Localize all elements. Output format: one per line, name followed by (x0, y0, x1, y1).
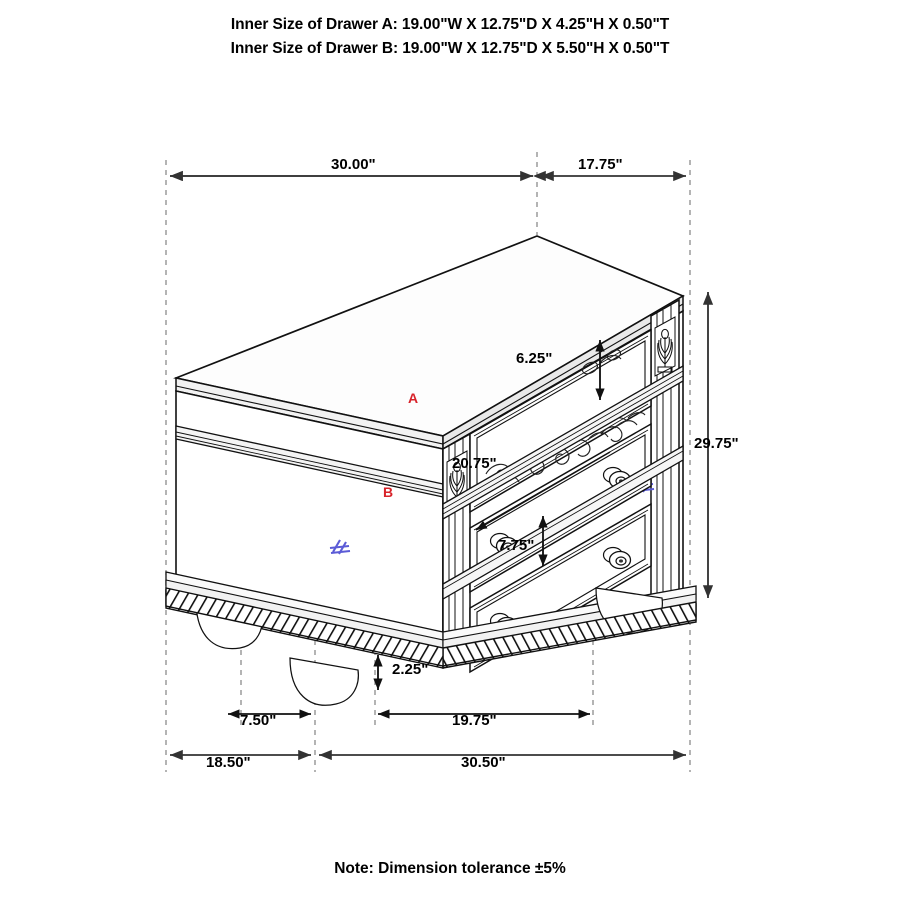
dim-base-front-width: 19.75" (452, 712, 497, 729)
break-mark-left (329, 539, 351, 555)
knob-c-right (602, 546, 632, 570)
rail-below-drawer-a (442, 364, 684, 521)
palmette-carving-right (657, 328, 673, 373)
callout-drawer-a: A (408, 390, 419, 406)
dim-drawer-b-width: 20.75" (452, 455, 497, 472)
dim-overall-height: 29.75" (694, 435, 739, 452)
dim-foot-inset: 7.50" (240, 712, 277, 729)
dim-base-foot-height: 2.25" (392, 661, 429, 678)
bun-feet (195, 587, 663, 706)
rail-below-drawer-b (442, 444, 684, 601)
drawer-a-inner-size-label: Inner Size of Drawer A: 19.00"W X 12.75"… (230, 16, 670, 33)
tolerance-note: Note: Dimension tolerance ±5% (334, 860, 566, 877)
callout-drawer-b: B (383, 484, 394, 500)
dim-top-side-depth: 17.75" (578, 156, 623, 173)
dim-drawer-c-height: 7.75" (498, 537, 535, 554)
top-surface (173, 235, 685, 451)
drawer-b-inner-size-label: Inner Size of Drawer B: 19.00"W X 12.75"… (230, 40, 670, 57)
dim-bottom-side-width: 18.50" (206, 754, 251, 771)
dim-top-front-width: 30.00" (331, 156, 376, 173)
dim-bottom-front-width: 30.50" (461, 754, 506, 771)
left-side-panel (175, 390, 444, 641)
foot-front-left (289, 657, 359, 706)
dim-drawer-a-height: 6.25" (516, 350, 553, 367)
